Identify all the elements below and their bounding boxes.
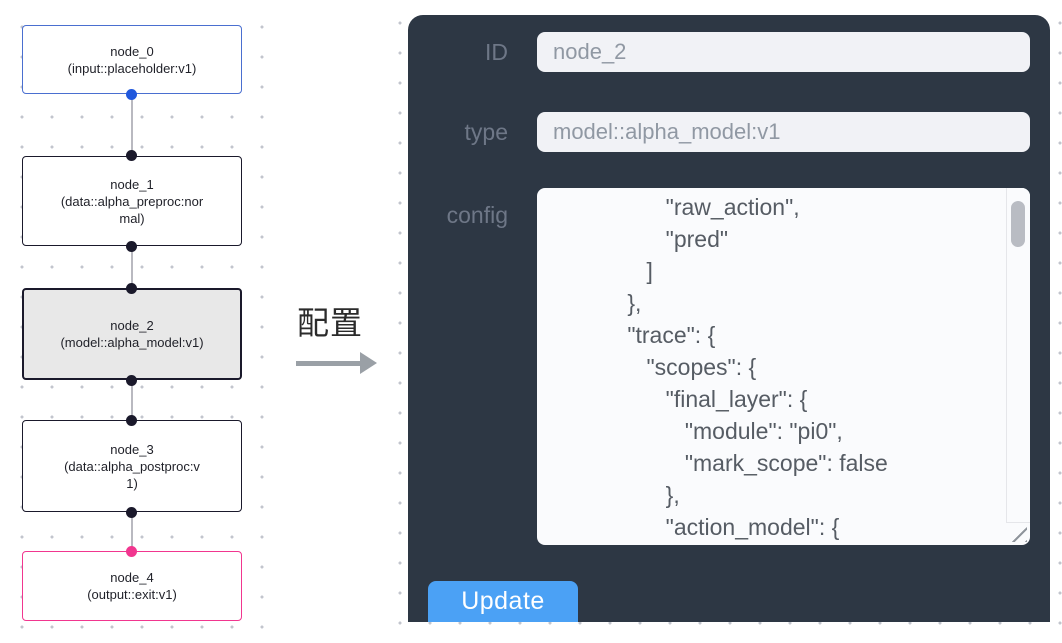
node-node_1[interactable]: node_1 (data::alpha_preproc:normal) (22, 156, 242, 246)
handle-node2-source[interactable] (126, 375, 137, 386)
config-scrollbar-thumb[interactable] (1011, 201, 1025, 247)
edge-node0-node1[interactable] (131, 94, 133, 156)
node-node_2[interactable]: node_2 (model::alpha_model:v1) (22, 288, 242, 380)
right-arrow-icon (288, 352, 398, 374)
edge-node3-node4[interactable] (131, 512, 133, 551)
handle-node1-source[interactable] (126, 241, 137, 252)
node-subtitle: (output::exit:v1) (87, 587, 177, 602)
type-input[interactable] (537, 112, 1030, 152)
arrow-label: 配置 (296, 305, 363, 341)
node-node_4[interactable]: node_4 (output::exit:v1) (22, 551, 242, 621)
node-title: node_4 (110, 570, 154, 585)
config-json-text[interactable]: "raw_action", "pred" ] }, "trace": { "sc… (627, 194, 888, 540)
node-title: node_1 (110, 176, 154, 192)
node-subtitle: (model::alpha_model:v1) (60, 335, 204, 350)
node-subtitle: (data::alpha_preproc:normal) (60, 193, 204, 226)
edge-node2-node3[interactable] (131, 380, 133, 420)
config-label: config (446, 202, 508, 228)
node-title: node_3 (110, 441, 154, 457)
node-title: node_0 (110, 43, 154, 59)
config-arrow-annotation: 配置 (288, 298, 398, 374)
node-config-panel: ID type config "raw_action", "pred" ] },… (408, 15, 1050, 622)
handle-node3-source[interactable] (126, 507, 137, 518)
type-label: type (464, 119, 508, 145)
handle-node2-target[interactable] (126, 283, 137, 294)
node-subtitle: (data::alpha_postproc:v1) (64, 458, 200, 491)
node-node_3[interactable]: node_3 (data::alpha_postproc:v1) (22, 420, 242, 512)
id-label: ID (485, 39, 508, 65)
panel-canvas: ID type config "raw_action", "pred" ] },… (390, 0, 1062, 626)
handle-node4-target[interactable] (126, 546, 137, 557)
config-scrollbar[interactable] (1006, 188, 1030, 523)
node-node_0[interactable]: node_0 (input::placeholder:v1) (22, 25, 242, 94)
update-button[interactable]: Update (428, 581, 578, 622)
flow-canvas[interactable]: node_0 (input::placeholder:v1) node_1 (d… (0, 0, 280, 643)
handle-node1-target[interactable] (126, 150, 137, 161)
node-subtitle: (input::placeholder:v1) (67, 60, 197, 76)
edge-node1-node2[interactable] (131, 246, 133, 288)
id-input[interactable] (537, 32, 1030, 72)
handle-node3-target[interactable] (126, 415, 137, 426)
config-editor[interactable]: "raw_action", "pred" ] }, "trace": { "sc… (537, 188, 1030, 545)
handle-node0-source[interactable] (126, 89, 137, 100)
node-title: node_2 (110, 318, 154, 333)
